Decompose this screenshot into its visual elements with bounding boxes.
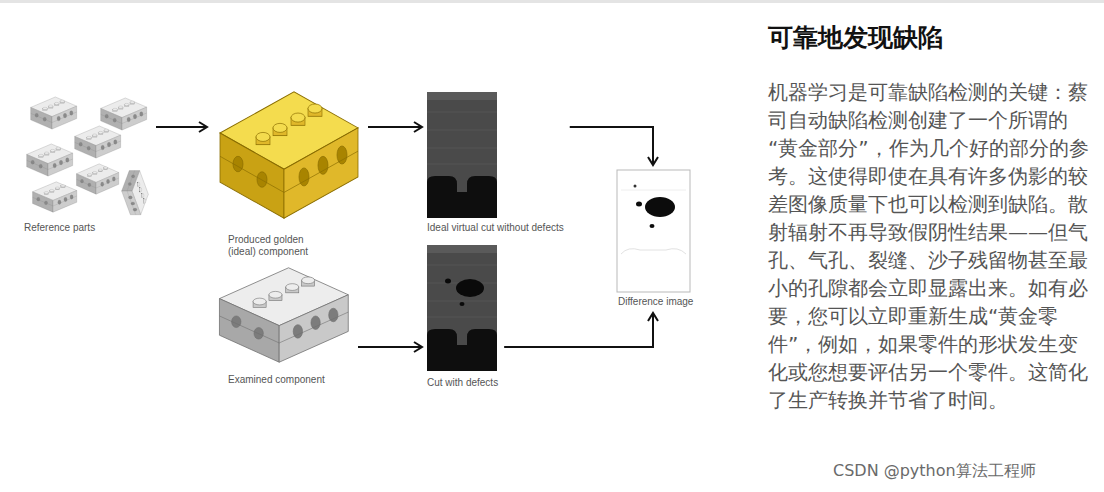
figure-caption: Examined component [212,374,352,386]
figure-area [212,262,352,372]
golden-component [220,92,358,219]
reference-parts [27,97,149,215]
figure-node: Produced golden (ideal) component [212,84,362,258]
figure-area [617,170,690,294]
body-paragraph: 机器学习是可靠缺陷检测的关键：蔡司自动缺陷检测创建了一个所谓的“黄金部分”，作为… [768,78,1090,414]
figure-area [427,92,497,220]
figure-caption: Produced golden (ideal) component [212,234,323,258]
watermark: CSDN @python算法工程师 [833,461,1036,481]
flow-arrow [358,346,422,348]
figure-area [20,92,150,220]
ct-slice [427,92,497,218]
figure-node: Cut with defects [427,245,498,389]
figure-node: Difference image [617,170,693,308]
flow-arrow [504,313,653,347]
figure-caption: Reference parts [20,222,150,234]
figure-node: Ideal virtual cut without defects [427,92,564,234]
flow-arrow [156,126,207,128]
difference-image [617,170,690,292]
figure-caption: Ideal virtual cut without defects [427,222,564,234]
figure-area [212,84,362,232]
figure-node: Examined component [212,262,352,386]
ct-slice-defect [427,245,497,371]
flow-arrow [570,127,653,165]
figure-area [427,245,497,375]
figure-caption: Difference image [617,296,693,308]
top-rule [0,0,1104,3]
section-title: 可靠地发现缺陷 [768,22,943,54]
figure-caption: Cut with defects [427,377,498,389]
examined-component [219,268,348,362]
figure-node: Reference parts [20,92,150,234]
flow-arrow [368,126,422,128]
